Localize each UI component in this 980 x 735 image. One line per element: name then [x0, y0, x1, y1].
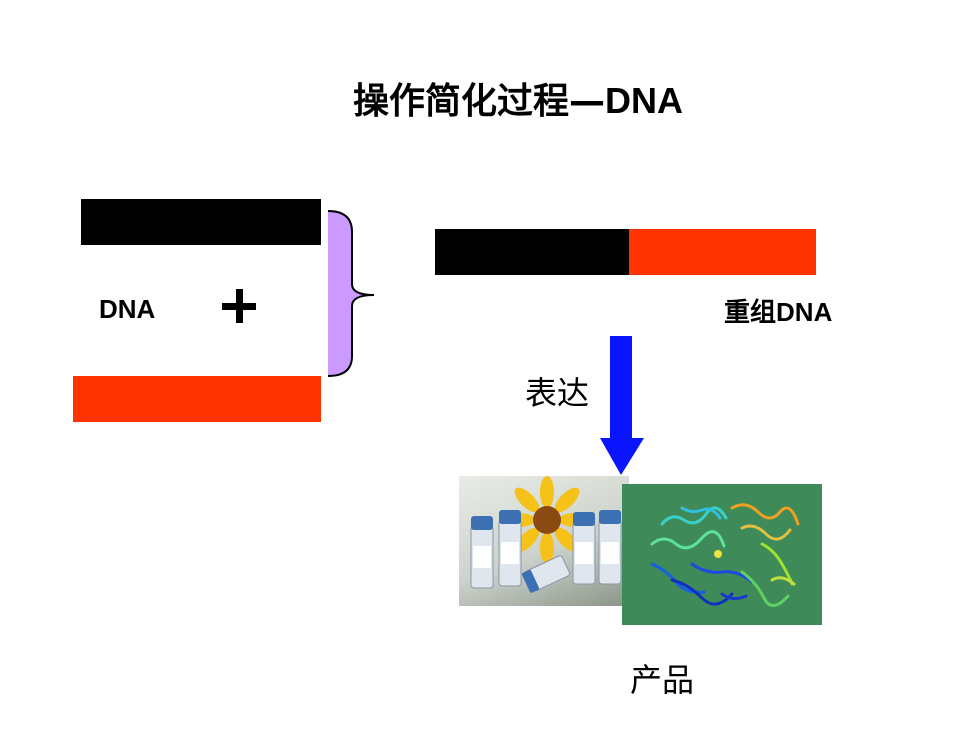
vector-dna-bar [81, 199, 321, 245]
title-cjk: 操作简化过程 [352, 81, 569, 122]
curly-brace [327, 210, 375, 377]
recombinant-label-cjk: 重组 [724, 298, 777, 328]
recombinant-dna-label: 重组DNA [724, 292, 832, 329]
gene-dna-bar [73, 376, 321, 422]
slide-title: 操作简化过程—DNA [0, 72, 980, 124]
protein-illustration [650, 503, 800, 607]
recombinant-gene-segment [629, 229, 816, 275]
title-dna: DNA [605, 80, 683, 121]
vaccine-vials-image [459, 476, 629, 606]
product-label: 产品 [630, 661, 695, 699]
protein-structure-image [622, 484, 822, 625]
plus-icon [222, 289, 256, 323]
expression-label: 表达 [525, 374, 590, 412]
recombinant-label-latin: DNA [776, 297, 833, 327]
vials-illustration [470, 476, 622, 593]
dna-label: DNA [99, 294, 156, 324]
recombinant-vector-segment [435, 229, 629, 275]
expression-arrow [600, 336, 644, 475]
title-dash: — [569, 81, 605, 122]
